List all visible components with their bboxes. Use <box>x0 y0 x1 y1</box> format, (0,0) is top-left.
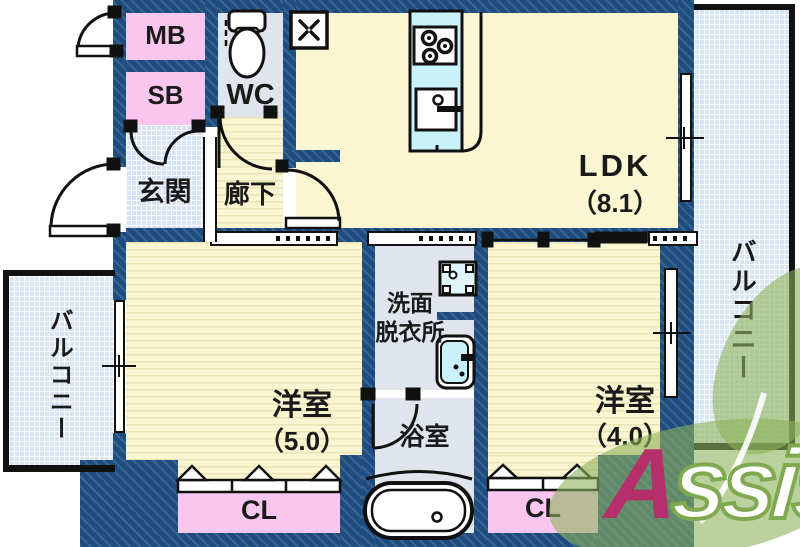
wall-top <box>113 0 690 13</box>
wall-patch-bath-left <box>340 455 362 547</box>
wall-left-b1-lower <box>113 433 126 462</box>
wall-mb-right <box>205 0 218 127</box>
label-ldk: LDK <box>578 148 652 183</box>
wall-wc-ldk-upper <box>283 0 296 168</box>
room-corridor <box>217 117 283 228</box>
wall-block-bottom-left <box>80 460 178 547</box>
door-front <box>48 157 121 238</box>
label-washroom-1: 洗面 <box>387 290 433 316</box>
label-balcony-left: バルコニー <box>45 308 73 443</box>
room-shoe-box <box>126 72 205 125</box>
room-bathroom <box>375 398 474 533</box>
railing-left-side <box>3 270 9 472</box>
sliding-door-washroom <box>367 231 477 246</box>
wall-mb-sb-divider <box>126 60 205 72</box>
window-bedroom4-balcony <box>664 268 678 398</box>
label-balcony-right: バルコニー <box>727 237 758 383</box>
label-closet1: CL <box>241 495 277 525</box>
window-bedroom5-balcony <box>114 300 125 433</box>
label-washroom-2: 脱衣所 <box>375 319 445 345</box>
wall-washroom-right <box>474 242 488 547</box>
label-entrance: 玄関 <box>137 177 192 207</box>
wall-left-b1-upper <box>113 242 126 300</box>
logo-letter-a: A <box>602 428 677 540</box>
label-wc: WC <box>226 79 275 111</box>
label-bedroom5: 洋室 <box>272 389 332 422</box>
label-shoe-box: SB <box>147 80 184 110</box>
label-closet2: CL <box>525 493 561 523</box>
label-corridor: 廊下 <box>223 179 276 209</box>
label-bedroom4: 洋室 <box>595 385 655 418</box>
balcony-left <box>9 276 113 465</box>
closet-1 <box>178 492 340 533</box>
label-bathroom: 浴室 <box>399 423 450 451</box>
railing-right-side <box>789 4 795 450</box>
railing-left-top <box>3 270 115 276</box>
label-ldk-size: （8.1） <box>570 188 660 218</box>
railing-right-top <box>694 4 795 10</box>
room-meter-box <box>126 13 205 60</box>
logo-letters-rest: ssist <box>666 426 800 542</box>
logo-assist: Assist <box>602 426 800 542</box>
room-ldk <box>296 13 678 228</box>
sliding-door-bedroom5 <box>210 231 338 246</box>
entrance-step <box>203 137 217 242</box>
label-bedroom5-size: （5.0） <box>257 426 347 456</box>
wall-washroom-stub <box>437 312 474 320</box>
label-meter-box: MB <box>145 20 186 50</box>
window-ldk-balcony <box>680 73 692 202</box>
room-bedroom-4-ext <box>488 455 598 478</box>
wall-ldk-stub <box>283 150 340 162</box>
wall-left-upper <box>113 13 126 167</box>
railing-left-bottom <box>3 465 115 472</box>
sliding-door-bedroom4 <box>648 231 698 246</box>
